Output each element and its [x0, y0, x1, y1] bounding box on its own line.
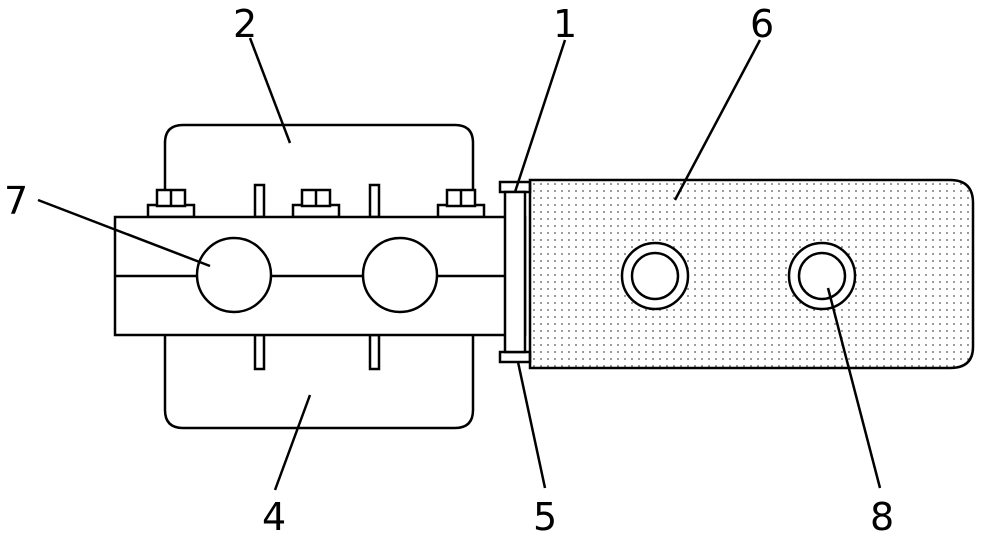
label-5: 5	[533, 495, 557, 539]
terminal-hole-right	[787, 241, 857, 311]
label-2: 2	[233, 2, 257, 46]
upper-clamp-body	[163, 123, 475, 216]
lower-clamp-body	[163, 335, 475, 430]
terminal-plate	[528, 178, 975, 370]
cable-hole-right	[361, 236, 439, 314]
label-4: 4	[262, 495, 286, 539]
label-8: 8	[870, 495, 894, 539]
label-6: 6	[750, 2, 774, 46]
connector-plate	[498, 180, 532, 364]
label-7: 7	[4, 179, 28, 223]
cable-hole-left	[195, 236, 273, 314]
leader-lines	[37, 37, 882, 491]
label-1: 1	[553, 2, 577, 46]
terminal-hole-left	[620, 241, 690, 311]
